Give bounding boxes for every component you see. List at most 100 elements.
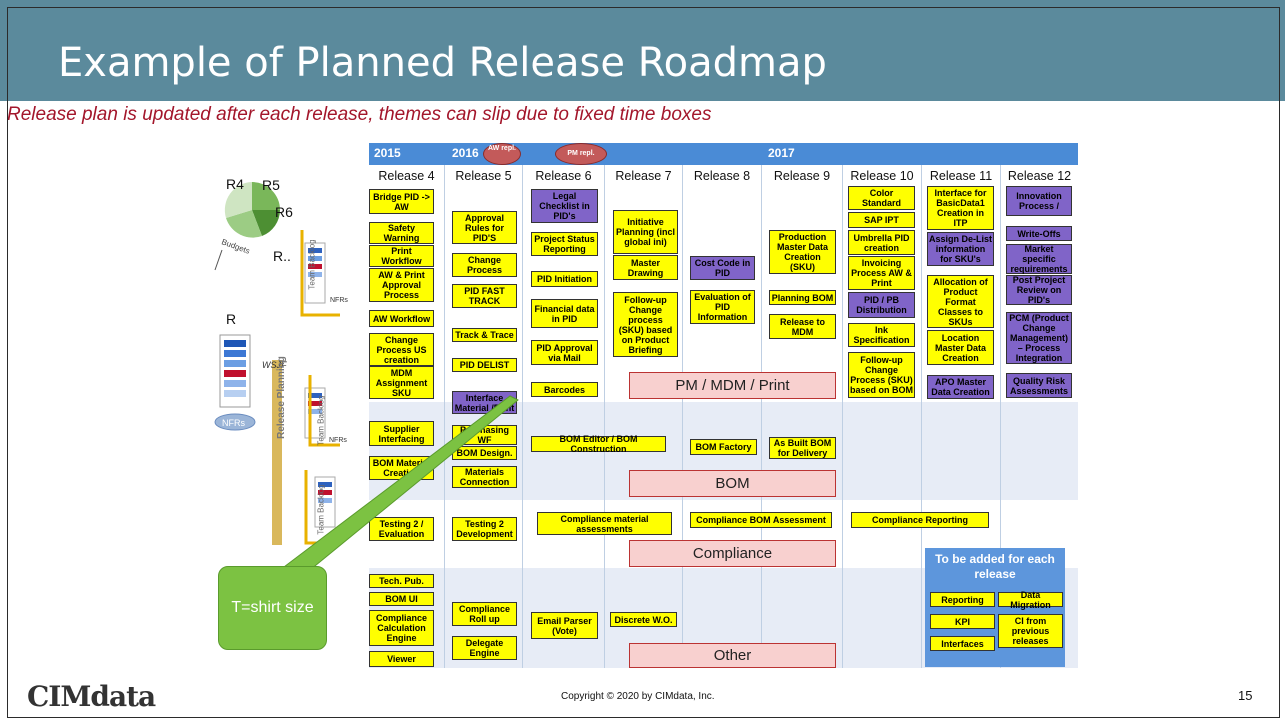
column-divider [1000,143,1001,668]
feature-box: PID FAST TRACK [452,284,517,308]
feature-box: Barcodes [531,382,598,397]
feature-box: Interface for BasicData1 Creation in ITP [927,186,994,230]
feature-box: Invoicing Process AW & Print [848,256,915,290]
feature-box: BOM Factory [690,439,757,455]
feature-box: Financial data in PID [531,299,598,328]
feature-box: Cost Code in PID [690,256,755,280]
feature-box: Track & Trace [452,328,517,342]
r5-label: R5 [262,177,280,193]
callout-pointer [278,395,519,571]
release-header: Release 4 [369,166,444,186]
team-backlog-label: Team Backlog [307,239,317,290]
feature-box: Allocation of Product Format Classes to … [927,275,994,328]
release-header: Release 9 [762,166,842,186]
year-2016: 2016 [452,146,479,160]
year-2017: 2017 [768,146,795,160]
feature-box: SAP IPT [848,212,915,228]
feature-box: Release to MDM [769,314,836,339]
column-divider [842,143,843,668]
tag-pm-repl: PM repl. [555,143,607,165]
feature-box: PID Approval via Mail [531,340,598,365]
feature-box: Assign De-List information for SKU's [927,232,994,266]
feature-box: PCM (Product Change Management) – Proces… [1006,312,1072,364]
feature-box: KPI [930,614,995,629]
column-divider [604,143,605,668]
feature-box: Discrete W.O. [610,612,677,627]
feature-box: Follow-up Change Process (SKU) based on … [848,352,915,398]
planning-illustration [214,182,340,545]
column-divider [921,143,922,668]
feature-box: Safety Warning [369,222,434,244]
feature-box: Testing 2 / Evaluation [369,517,434,541]
feature-box: Change Process US creation [369,333,434,366]
year-bar [369,143,1078,165]
feature-box: Data Migration [998,590,1063,610]
feature-box: AW & Print Approval Process [369,268,434,302]
column-divider [682,143,683,668]
column-divider [761,143,762,668]
feature-box: Legal Checklist in PID's [531,189,598,223]
feature-box: Initiative Planning (incl global ini) [613,210,678,254]
feature-box: CI from previous releases [998,614,1063,648]
release-header: Release 5 [445,166,522,186]
feature-box: Compliance material assessments [537,512,672,535]
theme-label-bom: BOM [629,470,836,497]
release-header: Release 10 [843,166,921,186]
slide-title: Example of Planned Release Roadmap [58,40,827,86]
feature-box: Market specific requirements [1006,244,1072,274]
feature-box: Color Standard [848,186,915,210]
feature-box: Compliance Reporting [851,512,989,528]
theme-label-compliance: Compliance [629,540,836,567]
planning-bar [272,360,282,545]
to-be-added-title: To be added for each release [935,552,1055,581]
feature-box: Compliance Roll up [452,602,517,626]
slide-subtitle: Release plan is updated after each relea… [7,104,712,125]
feature-box: PID / PB Distribution [848,292,915,318]
column-divider [522,143,523,668]
feature-box: As Built BOM for Delivery [769,437,836,459]
release-header: Release 7 [605,166,682,186]
feature-box: Change Process [452,253,517,277]
release-header: Release 8 [683,166,761,186]
release-header: Release 12 [1001,166,1078,186]
feature-box: Viewer [369,651,434,667]
feature-box: Testing 2 Development [452,517,517,541]
feature-box: Delegate Engine [452,636,517,660]
release-header: Release 6 [523,166,604,186]
feature-box: Ink Specification [848,323,915,347]
r4-label: R4 [226,176,244,192]
feature-box: Reporting [930,592,995,607]
r-label: R [226,311,237,327]
year-2015: 2015 [374,146,401,160]
feature-box: AW Workflow [369,310,434,327]
column-divider [444,143,445,668]
r6-label: R6 [275,204,293,220]
r-dots-label: R.. [273,248,291,264]
feature-box: Quality Risk Assessments [1006,373,1072,398]
nfrs-label: NFRs [330,297,348,304]
feature-box: Compliance BOM Assessment [690,512,832,528]
feature-box: Location Master Data Creation [927,330,994,365]
feature-box: Follow-up Change process (SKU) based on … [613,292,678,357]
theme-label-pm: PM / MDM / Print [629,372,836,399]
feature-box: Supplier Interfacing [369,421,434,446]
feature-box: Materials Connection [452,466,517,488]
page-number: 15 [1238,688,1253,703]
feature-box: Evaluation of PID Information [690,290,755,324]
nfrs-label: NFRs [329,437,347,444]
feature-box: Write-Offs [1006,226,1072,241]
feature-box: PID Initiation [531,271,598,287]
copyright: Copyright © 2020 by CIMdata, Inc. [561,691,715,702]
feature-box: APO Master Data Creation [927,375,994,399]
feature-box: Master Drawing [613,255,678,280]
tag-aw-repl: AW repl. [483,143,521,165]
feature-box: Project Status Reporting [531,232,598,256]
feature-box: Email Parser (Vote) [531,612,598,639]
theme-label-other: Other [629,643,836,668]
wsjf-label: WSJF [262,360,287,370]
feature-box: Production Master Data Creation (SKU) [769,230,836,274]
feature-box: Print Workflow [369,245,434,267]
title-bar [0,0,1285,101]
feature-box: Post Project Review on PID's [1006,275,1072,305]
feature-box: BOM UI [369,592,434,606]
